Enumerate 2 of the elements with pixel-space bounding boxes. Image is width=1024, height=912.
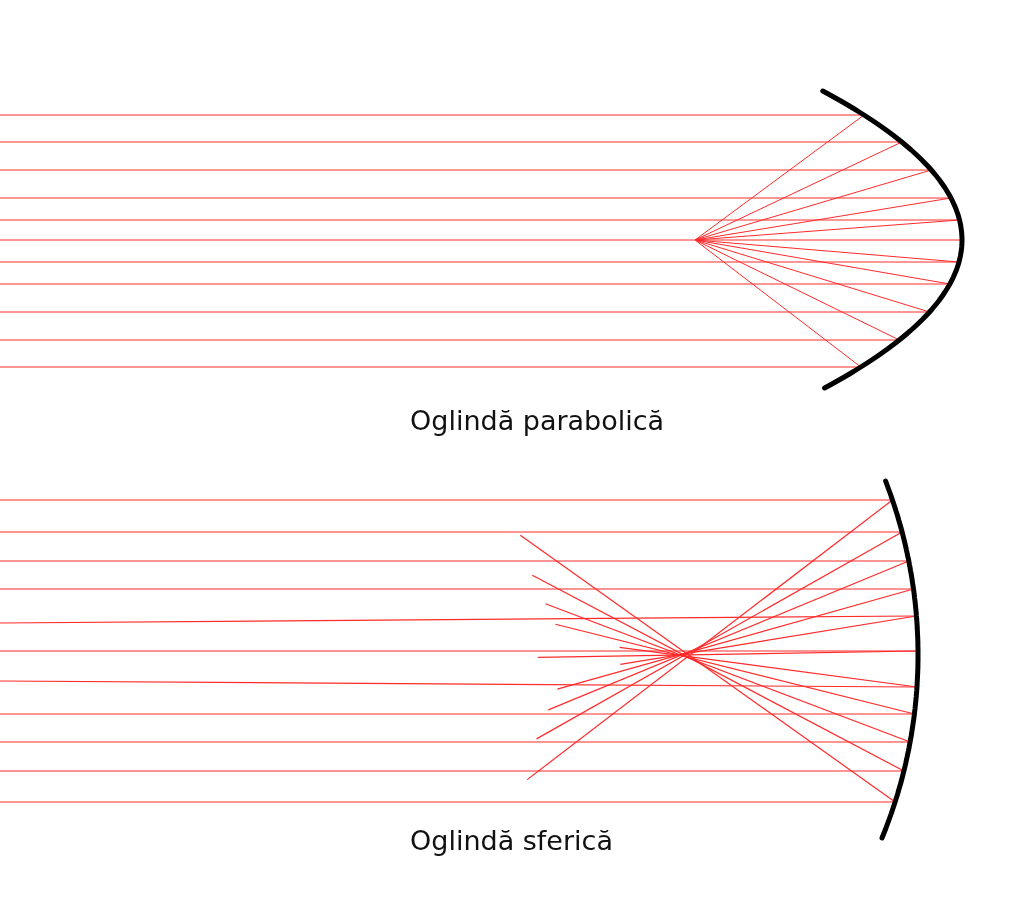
mirror-caption: Oglindă sferică bbox=[410, 825, 613, 856]
mirror-caption: Oglindă parabolică bbox=[410, 405, 665, 436]
